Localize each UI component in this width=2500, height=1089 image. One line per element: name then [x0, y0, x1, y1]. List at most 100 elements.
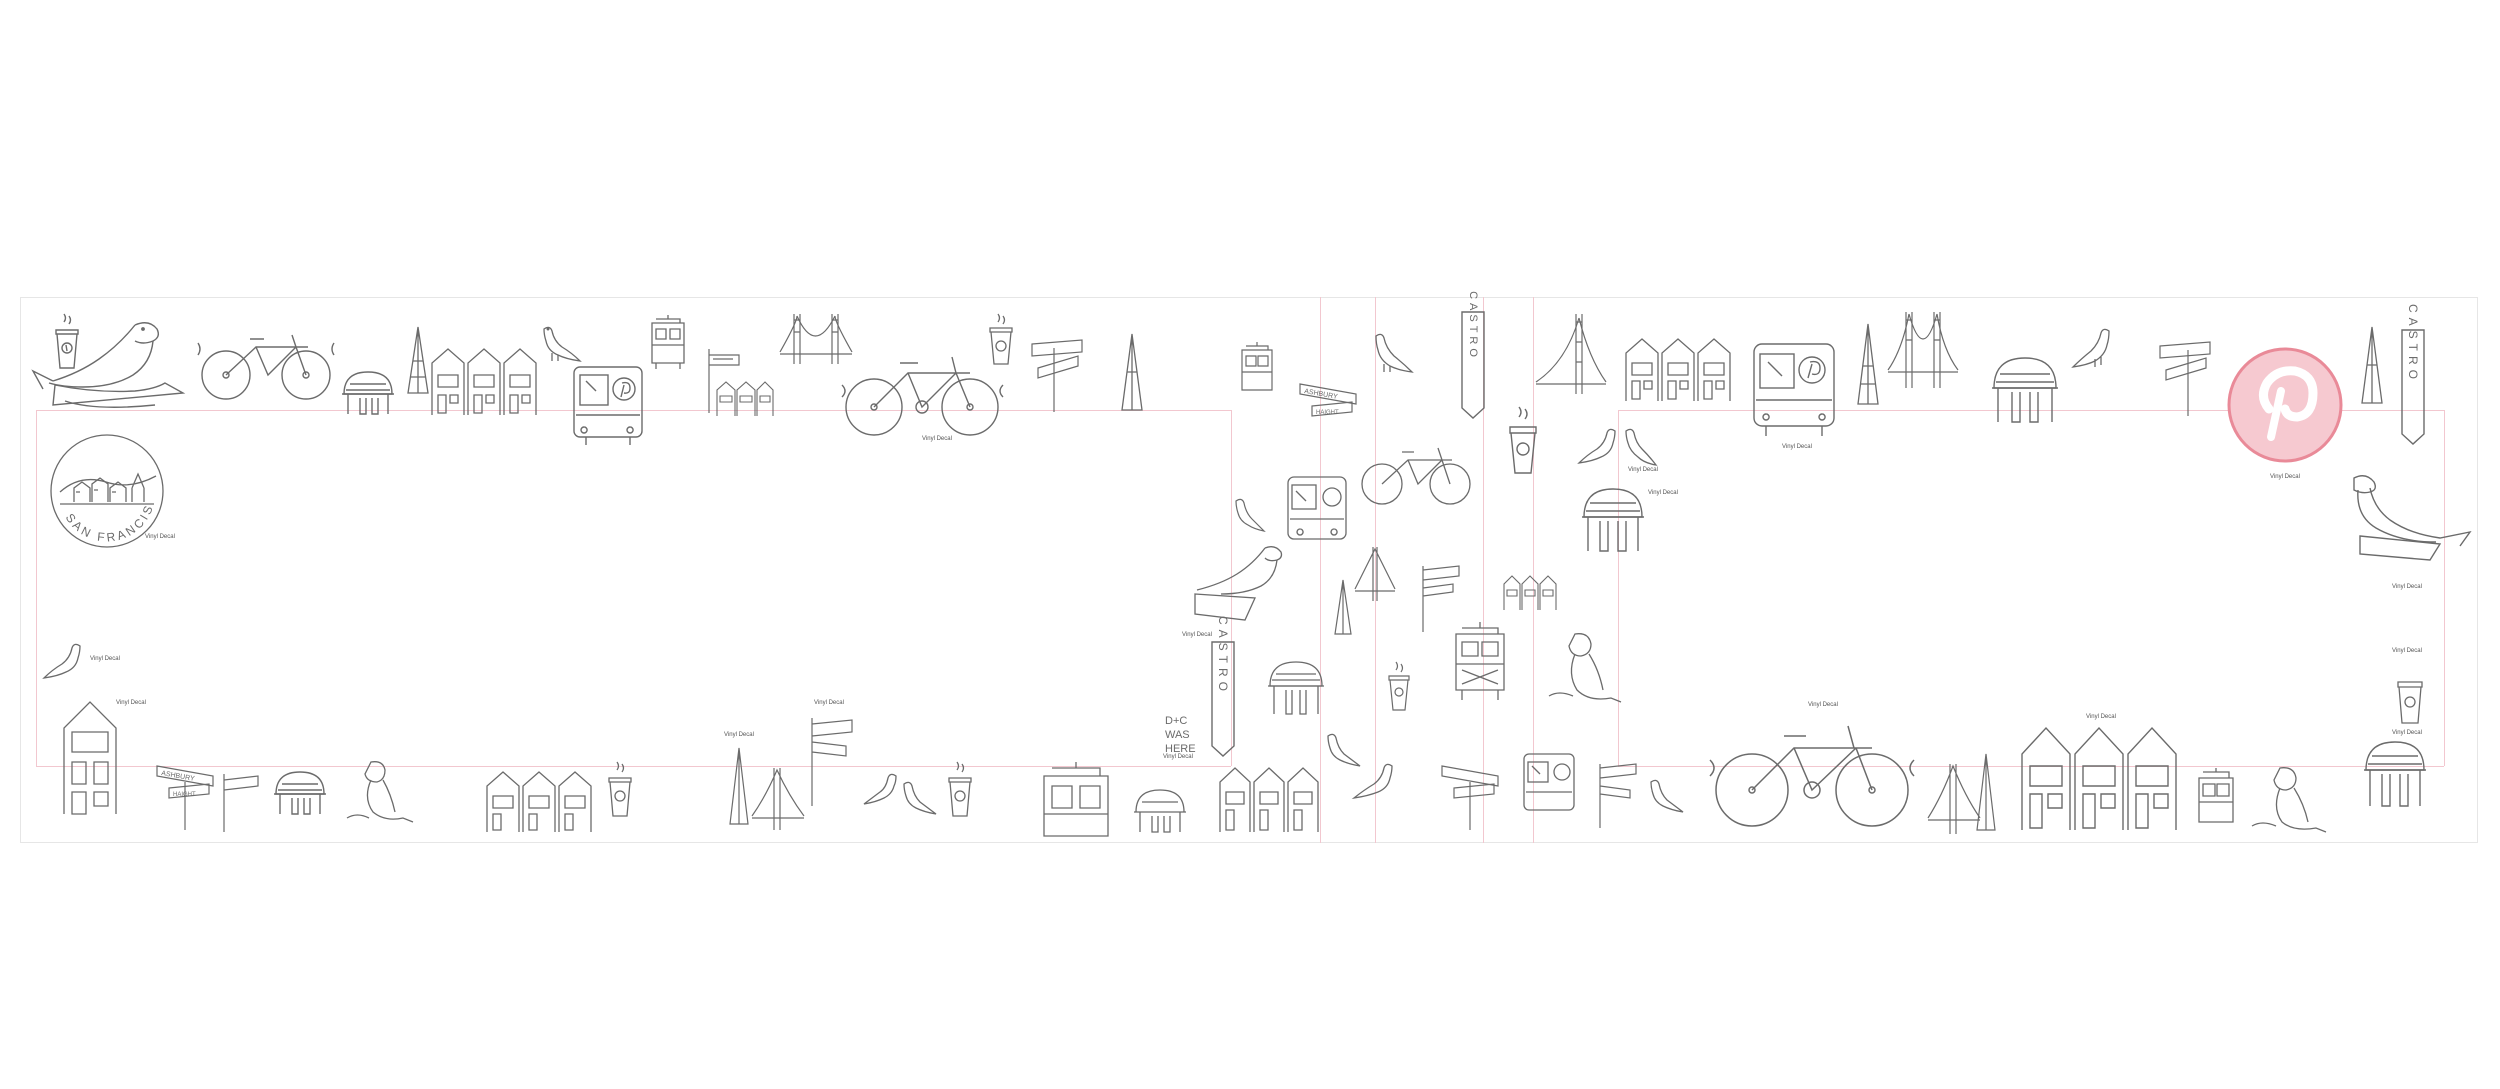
guide-line — [1618, 410, 2444, 411]
street-sign-icon — [1415, 562, 1465, 634]
observatory-dome-icon — [1132, 786, 1188, 834]
decal-label: Vinyl Decal — [1648, 490, 1678, 496]
castro-sign-text: CASTRO — [1216, 616, 1230, 696]
decal-label: Vinyl Decal — [1182, 632, 1212, 638]
pigeon-icon — [40, 640, 86, 684]
street-sign-icon: ASHBURY HAIGHT — [1298, 380, 1360, 430]
transamerica-pyramid-icon — [1333, 578, 1353, 636]
street-sign-icon: ASHBURY HAIGHT — [155, 762, 217, 832]
decal-label: Vinyl Decal — [2270, 474, 2300, 480]
painted-ladies-houses-icon — [485, 768, 595, 834]
decal-label: Vinyl Decal — [922, 436, 952, 442]
guide-line — [1618, 410, 1619, 766]
golden-gate-bridge-icon — [1354, 545, 1396, 603]
pigeon-icon — [1350, 760, 1398, 806]
decal-label: Vinyl Decal — [2086, 714, 2116, 720]
transamerica-pyramid-icon — [2360, 325, 2384, 405]
guide-line — [2444, 410, 2445, 766]
observatory-dome-icon — [340, 368, 396, 418]
golden-gate-bridge-icon — [1535, 312, 1607, 396]
golden-gate-bridge-icon — [751, 766, 805, 832]
cable-car-icon — [1238, 340, 1276, 398]
coffee-cup-icon — [945, 760, 975, 820]
decal-label: Vinyl Decal — [2392, 584, 2422, 590]
bicycle-icon — [840, 345, 1005, 440]
observatory-dome-icon — [2362, 738, 2428, 810]
sea-lion-icon — [2250, 764, 2330, 836]
decal-label: Vinyl Decal — [1782, 444, 1812, 450]
castro-sign-icon: CASTRO — [2398, 304, 2428, 446]
street-sign-icon — [806, 716, 858, 808]
painted-ladies-houses-icon — [2020, 722, 2180, 832]
muni-bus-icon — [1752, 342, 1836, 438]
pigeon-icon — [1575, 425, 1621, 467]
cable-car-icon — [648, 313, 688, 371]
graffiti-line1: D+C — [1165, 715, 1187, 727]
street-sign-icon — [218, 770, 264, 834]
outer-frame — [20, 297, 2478, 843]
street-sign-icon — [1440, 762, 1502, 832]
pigeon-icon — [1370, 330, 1416, 378]
muni-bus-icon — [1286, 475, 1348, 547]
street-sign-icon — [1594, 760, 1644, 830]
pigeon-icon — [1230, 495, 1266, 535]
graffiti-line2: WAS — [1165, 729, 1190, 741]
coffee-cup-icon — [2394, 664, 2426, 726]
painted-ladies-houses-icon — [430, 345, 540, 417]
observatory-dome-icon — [1990, 354, 2060, 426]
sea-lion-icon — [1545, 630, 1625, 706]
decal-label: Vinyl Decal — [1628, 467, 1658, 473]
painted-ladies-houses-icon — [1502, 572, 1558, 612]
observatory-dome-icon — [1266, 658, 1326, 718]
transamerica-pyramid-icon — [728, 746, 750, 826]
decal-label: Vinyl Decal — [1163, 754, 1193, 760]
observatory-dome-icon — [272, 768, 328, 818]
transamerica-pyramid-icon — [1855, 322, 1881, 406]
painted-ladies-houses-icon — [1624, 335, 1734, 403]
golden-gate-bridge-icon — [1887, 310, 1959, 390]
pigeon-icon — [1620, 425, 1660, 469]
pigeon-icon — [862, 770, 902, 810]
decal-label: Vinyl Decal — [2392, 730, 2422, 736]
guide-line — [1483, 297, 1484, 843]
transamerica-pyramid-icon — [1975, 752, 1997, 832]
castro-sign-icon: CASTRO — [1458, 291, 1488, 420]
decal-label: Vinyl Decal — [145, 534, 175, 540]
sea-lion-icon — [1185, 542, 1295, 624]
muni-bus-icon — [572, 365, 644, 447]
street-sign-line2: HAIGHT — [173, 792, 196, 798]
painted-ladies-houses-icon — [1218, 764, 1324, 834]
victorian-house-icon — [60, 698, 120, 816]
decal-label: Vinyl Decal — [2392, 648, 2422, 654]
pigeon-icon — [2065, 325, 2115, 373]
muni-bus-icon — [1522, 752, 1576, 818]
decal-label: Vinyl Decal — [724, 732, 754, 738]
transamerica-pyramid-icon — [1120, 332, 1144, 412]
street-sign-icon — [703, 345, 743, 415]
guide-line — [1533, 297, 1534, 843]
street-sign-icon — [2158, 340, 2214, 418]
castro-sign-icon: CASTRO — [1208, 616, 1238, 758]
decal-label: Vinyl Decal — [814, 700, 844, 706]
cable-car-icon — [2195, 766, 2237, 828]
bicycle-icon — [196, 325, 336, 405]
cable-car-icon — [1452, 620, 1508, 702]
guide-line — [1320, 297, 1321, 843]
coffee-cup-icon — [1506, 405, 1540, 477]
pigeon-icon — [538, 323, 582, 363]
san-francisco-badge-icon: SAN FRANCISCO — [42, 421, 166, 550]
coffee-cup-icon — [52, 312, 82, 372]
graffiti-text: D+C WAS HERE — [1163, 712, 1203, 758]
bicycle-icon — [1356, 440, 1476, 510]
castro-sign-text: CASTRO — [2406, 304, 2420, 384]
guide-line — [1375, 297, 1376, 843]
golden-gate-bridge-icon — [1927, 762, 1981, 836]
guide-line — [36, 766, 1231, 767]
golden-gate-bridge-icon — [779, 312, 853, 366]
decal-label: Vinyl Decal — [116, 700, 146, 706]
sea-lion-icon — [2340, 470, 2480, 570]
street-sign-icon — [1030, 338, 1086, 413]
observatory-dome-icon — [1580, 485, 1646, 555]
sea-lion-icon — [345, 758, 415, 828]
